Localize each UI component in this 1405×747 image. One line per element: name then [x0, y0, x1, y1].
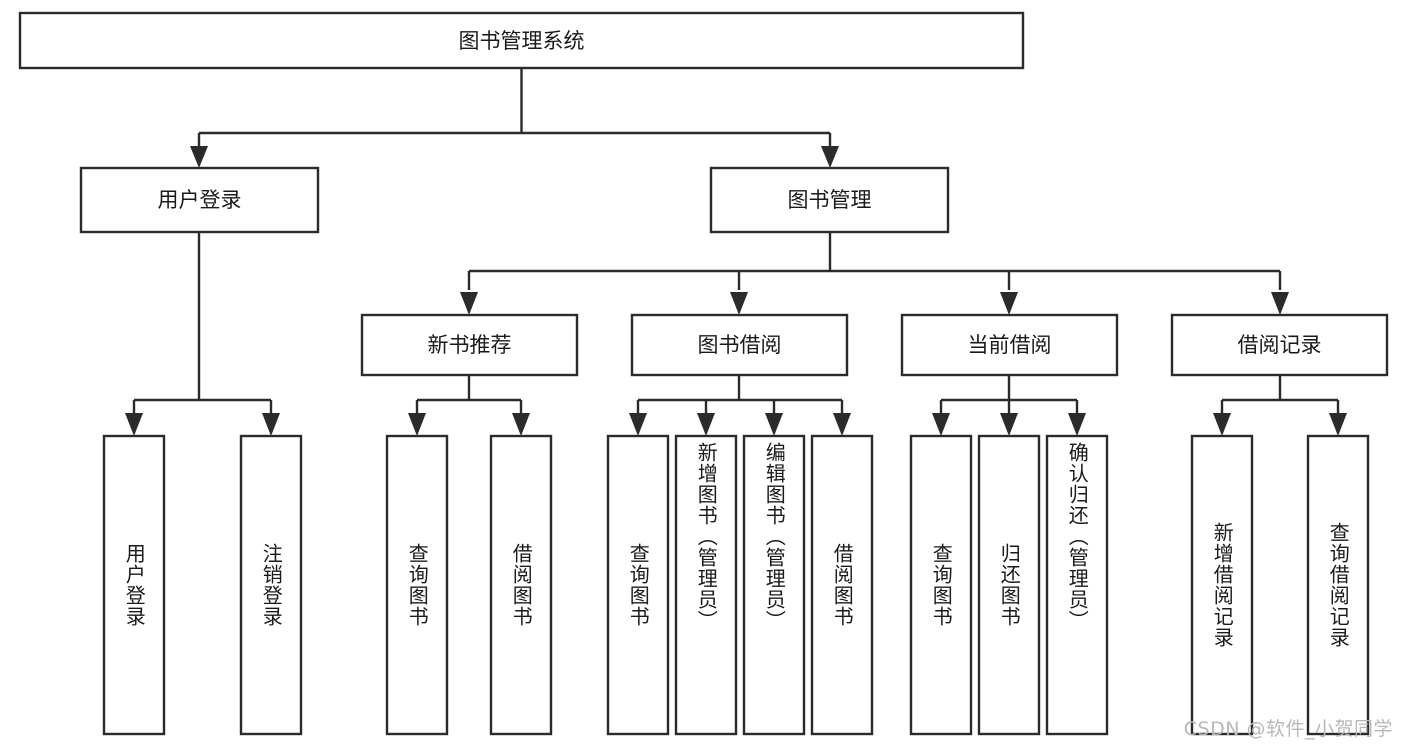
node-leaf-logout[interactable] [239, 434, 303, 736]
node-current-borrow[interactable] [900, 313, 1119, 377]
arrow-head-borrow-record [1271, 292, 1289, 315]
node-leaf-add-book[interactable] [674, 434, 738, 736]
arrow-head-leaf-query-book-3 [932, 413, 950, 436]
node-user-login[interactable] [79, 166, 320, 234]
node-root[interactable] [18, 11, 1025, 70]
node-leaf-query-book-2[interactable] [606, 434, 670, 736]
node-group: 图书管理系统 用户登录 图书管理 新书推荐 图书借阅 当前借阅 借阅记录 [18, 11, 1389, 736]
node-current-borrow-label: 当前借阅 [968, 333, 1052, 357]
node-new-book-rec[interactable] [360, 313, 579, 377]
connector-userlogin-bus [132, 232, 273, 415]
arrow-head-leaf-add-record [1213, 413, 1231, 436]
csdn-watermark: CSDN @软件_小贺同学 [1183, 718, 1393, 740]
arrow-head-leaf-user-login [125, 413, 143, 436]
node-leaf-confirm-return[interactable] [1045, 434, 1109, 736]
arrow-head-leaf-borrow-book-2 [833, 413, 851, 436]
connector-group [125, 68, 1347, 436]
node-user-login-label: 用户登录 [158, 188, 242, 212]
node-leaf-query-book-1[interactable] [385, 434, 449, 736]
connector-newbook-bus [415, 375, 523, 415]
node-leaf-borrow-book-1[interactable] [489, 434, 553, 736]
node-root-label: 图书管理系统 [459, 29, 585, 53]
node-book-manage-label: 图书管理 [788, 188, 872, 212]
arrow-head-leaf-logout [262, 413, 280, 436]
node-leaf-return-book[interactable] [977, 434, 1041, 736]
node-borrow-record[interactable] [1170, 313, 1389, 377]
node-leaf-add-record[interactable] [1190, 434, 1254, 736]
connector-borrowrecord-bus [1220, 375, 1340, 415]
arrow-head-book-manage [821, 146, 839, 168]
connector-root-bus [197, 68, 832, 152]
node-leaf-edit-book[interactable] [742, 434, 806, 736]
arrow-head-user-login [190, 146, 208, 168]
arrow-head-leaf-borrow-book-1 [512, 413, 530, 436]
arrow-head-current-borrow [1000, 292, 1018, 315]
node-leaf-borrow-book-2[interactable] [810, 434, 874, 736]
connector-bookborrow-bus [636, 375, 844, 415]
node-new-book-rec-label: 新书推荐 [428, 333, 512, 357]
arrow-head-leaf-confirm-return [1068, 413, 1086, 436]
node-borrow-record-label: 借阅记录 [1238, 333, 1322, 357]
arrow-head-leaf-return-book [1000, 413, 1018, 436]
node-leaf-query-book-3[interactable] [909, 434, 973, 736]
arrow-head-leaf-query-record [1329, 413, 1347, 436]
connector-bookmanage-bus [467, 232, 1282, 290]
arrow-head-new-book-rec [460, 292, 478, 315]
arrow-head-book-borrow [730, 292, 748, 315]
node-leaf-query-record[interactable] [1306, 434, 1370, 736]
node-book-borrow[interactable] [630, 313, 849, 377]
node-book-borrow-label: 图书借阅 [698, 333, 782, 357]
arrow-head-leaf-add-book [697, 413, 715, 436]
arrow-head-leaf-query-book-2 [629, 413, 647, 436]
node-book-manage[interactable] [709, 166, 950, 234]
arrow-head-leaf-edit-book [765, 413, 783, 436]
connector-currentborrow-bus [939, 375, 1079, 415]
node-leaf-user-login[interactable] [102, 434, 166, 736]
arrow-head-leaf-query-book-1 [408, 413, 426, 436]
